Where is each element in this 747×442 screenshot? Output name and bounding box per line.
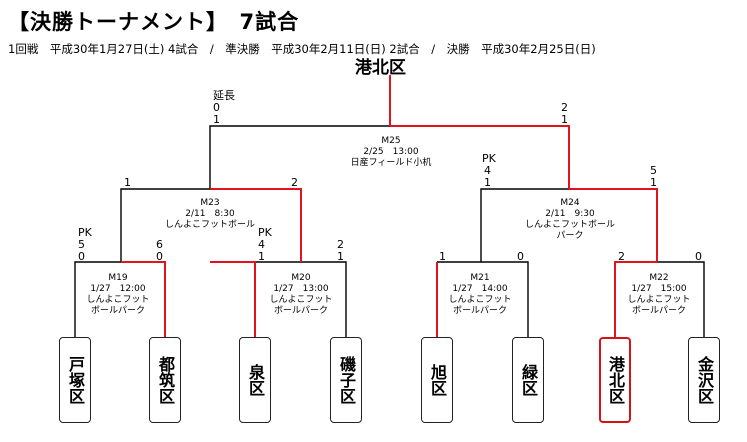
team-isogo: 磯子区 [330,337,362,423]
team-tsuzuki: 都筑区 [149,337,181,423]
team-name: 泉区 [246,364,265,396]
m20-score-right: 1 [337,250,344,263]
m25-score-left: 1 [213,113,220,126]
m21-score-right: 0 [517,250,524,263]
m20-pk-right: 2 [337,238,344,251]
match-venue: しんよこフットボール [524,220,616,230]
match-venue: しんよこフット [627,295,691,305]
schedule-text: 1回戦 平成30年1月27日(土) 4試合 / 準決勝 平成30年2月11日(日… [8,42,596,56]
m19-pk-right: 6 [156,238,163,251]
match-venue-2: パーク [556,231,584,241]
match-id: M22 [649,273,669,283]
m24-score-right: 1 [650,176,657,189]
match-venue-2: ボールパーク [452,306,508,316]
match-venue-2: ボールパーク [631,306,687,316]
match-venue-2: ボールパーク [90,306,146,316]
m20-info: M20 1/27 13:00 しんよこフット ボールパーク [269,273,332,317]
line-m24-left [480,188,569,262]
m21-score-left: 1 [439,250,446,263]
m22-score-right: 0 [695,250,702,263]
match-datetime: 1/27 13:00 [273,284,329,294]
team-name: 都筑区 [156,356,175,404]
team-name: 戸塚区 [66,356,85,404]
team-midori: 緑区 [512,337,544,423]
match-venue: しんよこフット [448,295,512,305]
team-name: 磯子区 [337,356,356,404]
team-name: 港北区 [606,356,625,404]
team-izumi: 泉区 [239,337,271,423]
line-m22-kanazawa [657,261,705,337]
line-m22-kohoku [614,261,657,337]
match-id: M19 [108,273,128,283]
match-datetime: 2/25 13:00 [363,147,419,157]
line-m20-izumi [210,261,256,337]
m25-extra-time-right: 2 [561,101,568,114]
m24-pk-right: 5 [650,164,657,177]
line-m19-tsuzuki [121,261,166,337]
m19-pk-label: PK [78,226,92,239]
match-venue-2: ボールパーク [273,306,329,316]
line-m19-totsuka [74,261,121,337]
m22-info: M22 1/27 15:00 しんよこフット ボールパーク [627,273,690,317]
team-asahi: 旭区 [421,337,453,423]
match-venue: しんよこフット [86,295,150,305]
m19-pk-left: 5 [78,238,85,251]
line-m23-right [210,188,302,262]
line-m25-left [209,125,390,189]
m25-score-right: 1 [561,113,568,126]
m25-extra-time-score: 0 [213,101,220,114]
m24-score-left: 1 [484,176,491,189]
m24-pk-left: 4 [484,164,491,177]
line-m21-midori [437,261,529,337]
match-datetime: 2/11 8:30 [185,209,235,219]
line-m25-right [390,125,570,189]
match-id: M25 [381,136,401,146]
m23-score-right: 2 [291,176,298,189]
match-venue: しんよこフットボール [164,220,256,230]
m19-score-left: 0 [78,250,85,263]
m21-info: M21 1/27 14:00 しんよこフット ボールパーク [448,273,511,317]
match-venue: しんよこフット [269,295,333,305]
m20-score-left: 1 [258,250,265,263]
match-id: M20 [291,273,311,283]
m23-info: M23 2/11 8:30 しんよこフットボール [165,198,255,231]
m19-info: M19 1/27 12:00 しんよこフット ボールパーク [86,273,149,317]
team-kanazawa: 金沢区 [688,337,720,423]
match-venue: 日産フィールド小机 [350,158,432,168]
m24-info: M24 2/11 9:30 しんよこフットボール パーク [525,198,615,242]
match-datetime: 1/27 14:00 [452,284,508,294]
team-name: 金沢区 [695,356,714,404]
team-totsuka: 戸塚区 [59,337,91,423]
team-name: 緑区 [519,364,538,396]
match-id: M23 [200,198,220,208]
m24-pk-label: PK [482,152,496,165]
match-id: M21 [470,273,490,283]
m20-pk-left: 4 [258,238,265,251]
match-datetime: 1/27 12:00 [90,284,146,294]
line-m23-left [120,188,210,262]
line-m24-right [569,188,658,262]
match-id: M24 [560,198,580,208]
m19-score-right: 0 [156,250,163,263]
page-title: 【決勝トーナメント】 7試合 [8,10,300,34]
m25-extra-time-label: 延長 [213,89,235,102]
champion-label: 港北区 [355,58,406,78]
match-datetime: 2/11 9:30 [545,209,595,219]
team-kohoku: 港北区 [599,337,631,423]
m22-score-left: 2 [618,250,625,263]
team-name: 旭区 [428,364,447,396]
m23-score-left: 1 [124,176,131,189]
match-datetime: 1/27 15:00 [631,284,687,294]
m20-pk-label: PK [258,226,272,239]
m25-info: M25 2/25 13:00 日産フィールド小机 [351,136,432,169]
